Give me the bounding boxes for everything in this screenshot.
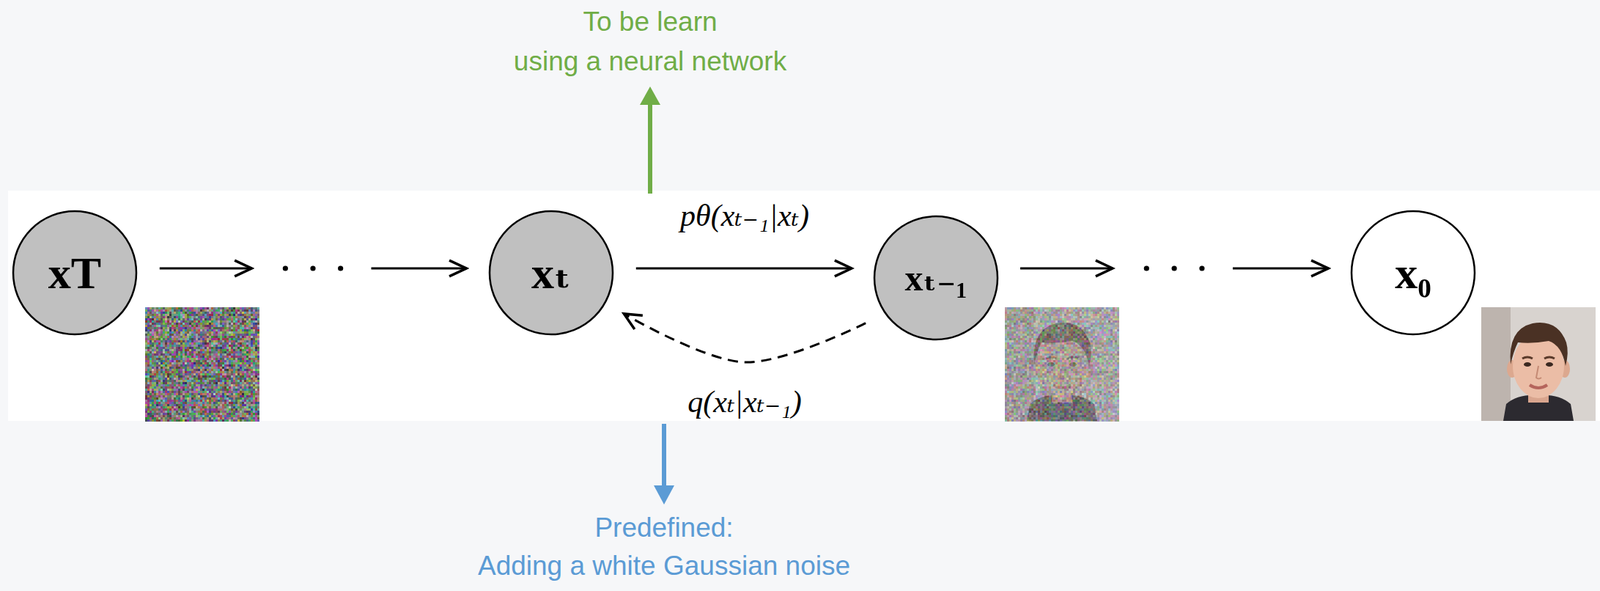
ellipsis-dot bbox=[337, 265, 344, 271]
white-band bbox=[8, 190, 1600, 421]
state-label: x₀ bbox=[1394, 249, 1432, 296]
ellipsis-dot bbox=[1199, 265, 1205, 271]
noisy-face-image bbox=[1004, 307, 1120, 422]
state-circle: xT bbox=[11, 209, 138, 336]
state-circle: x₀ bbox=[1350, 209, 1477, 336]
ellipsis-dot bbox=[1144, 265, 1150, 271]
leader-arrow bbox=[653, 423, 675, 505]
arrow-head bbox=[1111, 267, 1113, 270]
noise-image bbox=[145, 307, 260, 422]
leader-arrow bbox=[639, 86, 661, 194]
annotation-text: Adding a white Gaussian noise bbox=[477, 551, 851, 582]
face-image bbox=[1481, 307, 1596, 421]
annotation-text: Predefined: bbox=[594, 513, 733, 544]
annotation-text: To be learn bbox=[582, 7, 717, 38]
transition-label: q(xₜ|xₜ₋₁) bbox=[687, 384, 802, 419]
annotation-text: using a neural network bbox=[513, 46, 787, 77]
state-circle: xₜ₋₁ bbox=[872, 214, 999, 341]
state-circle: xₜ bbox=[488, 209, 615, 336]
ellipsis-dot bbox=[310, 265, 316, 271]
arrow-head bbox=[249, 267, 252, 270]
state-label: xₜ₋₁ bbox=[905, 259, 968, 297]
ellipsis-dot bbox=[1171, 265, 1178, 271]
state-label: xₜ bbox=[531, 249, 571, 296]
arrow bbox=[636, 267, 852, 270]
dashed-arrow bbox=[623, 313, 866, 363]
transition-label: pθ(xₜ₋₁|xₜ) bbox=[680, 198, 810, 233]
state-label: xT bbox=[48, 249, 102, 296]
ellipsis-dot bbox=[282, 265, 289, 271]
